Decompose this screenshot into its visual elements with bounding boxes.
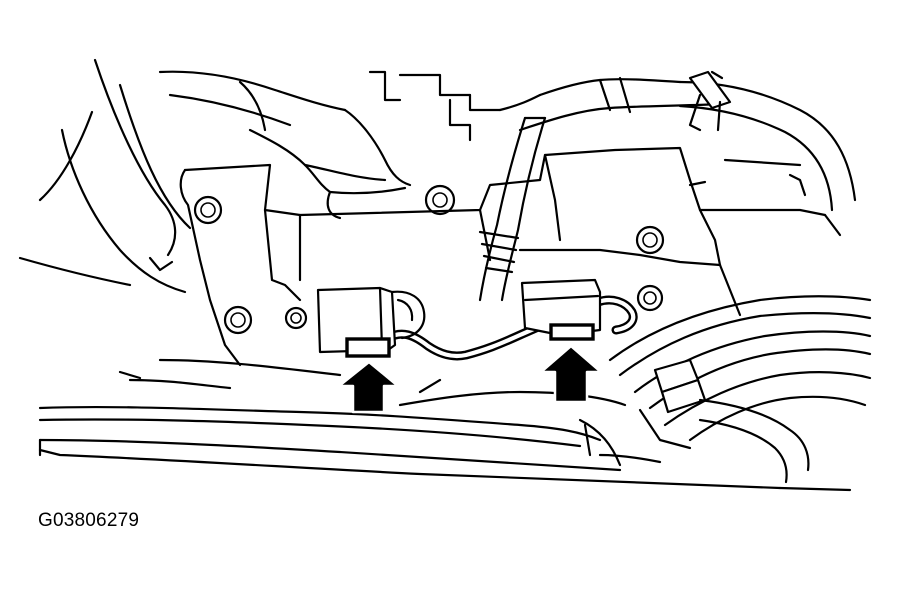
figure-id-label: G03806279 [38, 510, 140, 531]
mounting-bracket [179, 146, 842, 367]
bolt-upper-center [424, 184, 456, 216]
wire-harness [383, 295, 638, 361]
vertical-hose [478, 116, 547, 302]
bolt-upper-left [193, 195, 223, 225]
left-arrow [337, 360, 400, 414]
lower-pipes [38, 358, 782, 490]
right-hose-with-clip [678, 70, 857, 212]
bottom-frame [38, 438, 852, 492]
right-bracket [549, 323, 595, 341]
left-background-contours [18, 58, 192, 294]
bracket-callouts [345, 323, 595, 358]
left-bracket [345, 337, 391, 358]
bolt-lower-center [284, 306, 308, 330]
callout-arrows [337, 344, 603, 414]
bolt-right-upper [635, 225, 665, 255]
right-sensor-housing [520, 278, 602, 337]
right-lower-cluster [598, 295, 872, 484]
bolt-lower-left [223, 305, 253, 335]
bolt-right-lower [636, 284, 664, 312]
bolts [193, 184, 665, 335]
right-arrow [539, 344, 603, 404]
left-sensor-housing [316, 286, 426, 354]
upper-hoses [158, 70, 722, 220]
